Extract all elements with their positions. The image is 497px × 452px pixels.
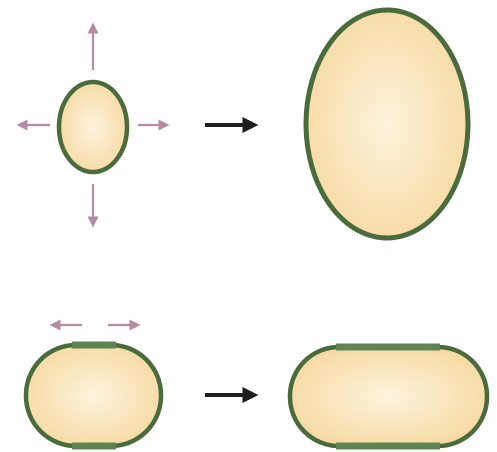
large-round-cell bbox=[303, 7, 471, 241]
anisotropic-growth-row bbox=[23, 319, 490, 450]
short-capsule-cell bbox=[23, 342, 164, 449]
long-capsule-cell bbox=[287, 344, 490, 449]
isotropic-growth-row bbox=[16, 7, 471, 241]
small-round-cell bbox=[56, 79, 130, 175]
